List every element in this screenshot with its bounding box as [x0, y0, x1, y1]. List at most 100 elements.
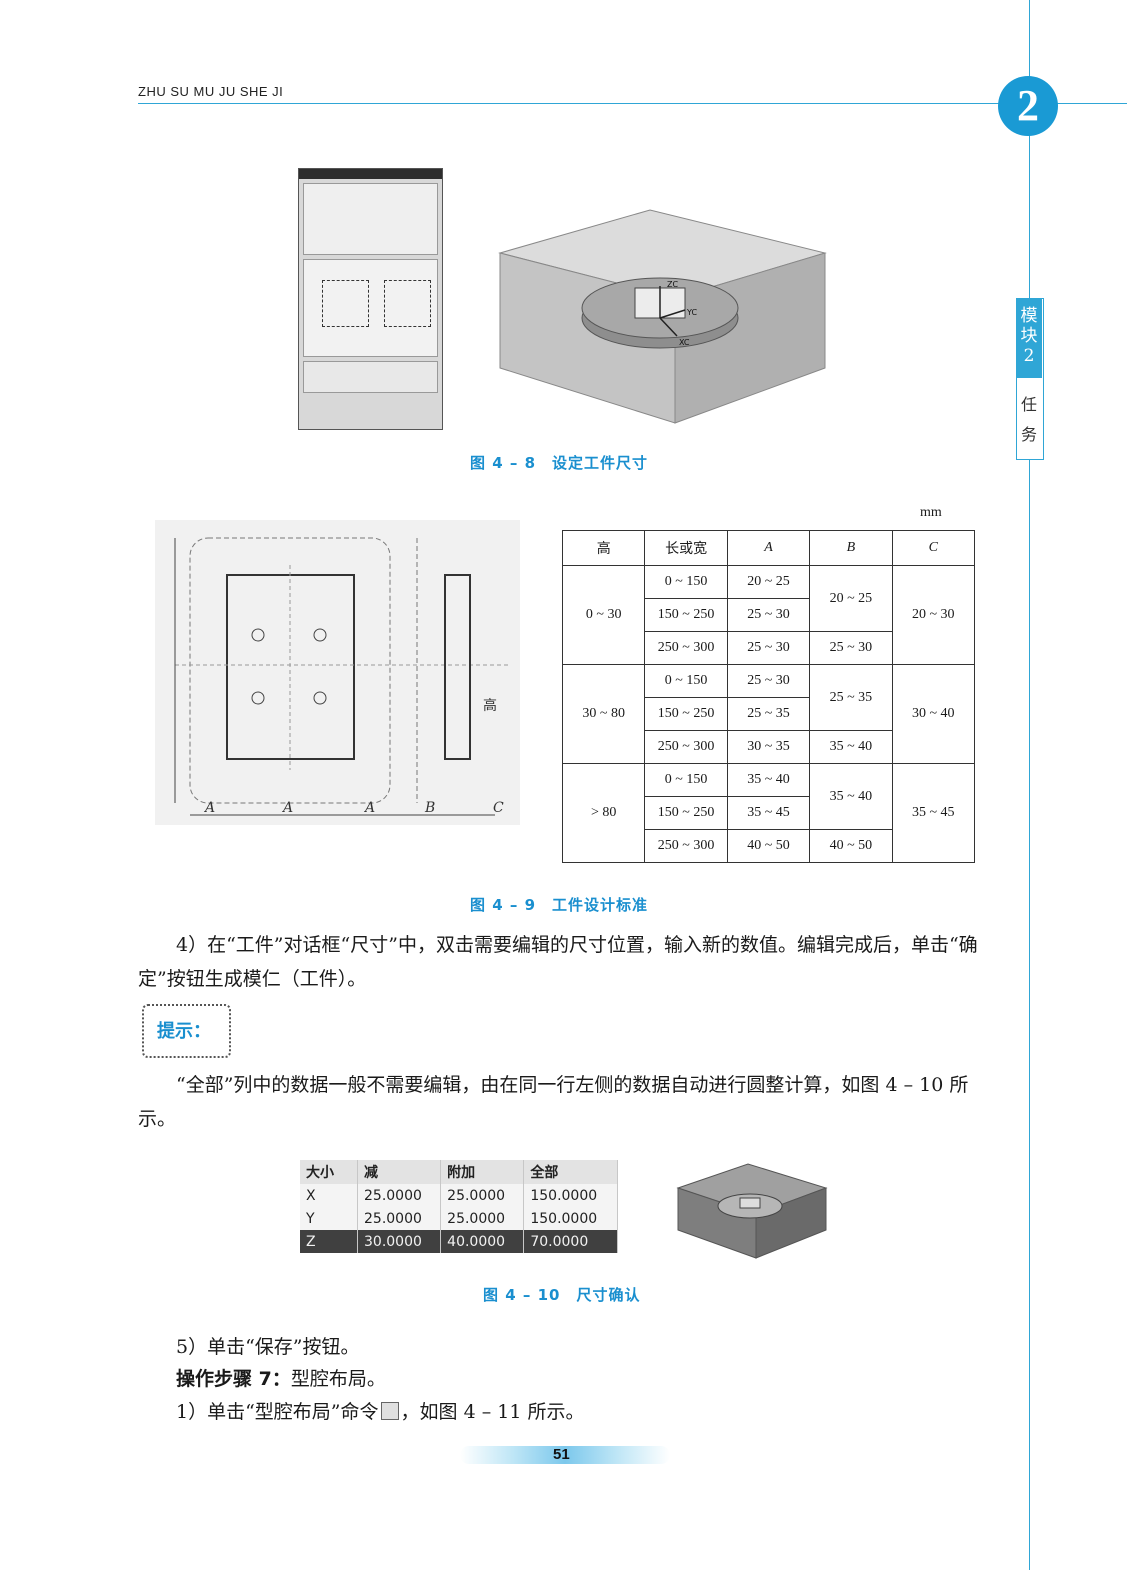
a-cell: 25 ~ 30: [726, 664, 811, 698]
size-cell: 250 ~ 300: [644, 730, 728, 764]
dim-a-left: A: [203, 800, 215, 816]
step-1-text: 1）单击“型腔布局”命令: [176, 1401, 379, 1423]
size-cell: 150 ~ 250: [644, 697, 728, 731]
size-cell: 150 ~ 250: [644, 598, 728, 632]
dim-a-right: A: [363, 800, 375, 816]
dim-a-middle: A: [281, 800, 293, 816]
table-header-row: 高 长或宽 A B C: [561, 530, 976, 566]
value-cell: 70.0000: [523, 1230, 618, 1253]
axis-cell: X: [300, 1184, 358, 1207]
a-cell: 40 ~ 50: [726, 829, 811, 863]
table-row: 250 ~ 300 40 ~ 50 40 ~ 50: [563, 829, 975, 863]
chapter-badge: 2: [998, 76, 1058, 136]
tip-text: “全部”列中的数据一般不需要编辑，由在同一行左侧的数据自动进行圆整计算，如图 4…: [138, 1074, 969, 1130]
header-cell: 全部: [523, 1160, 618, 1184]
tip-frame: [142, 1004, 231, 1058]
b-cell: 25 ~ 35: [809, 664, 893, 731]
paragraph-step-1: 1）单击“型腔布局”命令 ，如图 4 – 11 所示。: [176, 1395, 584, 1429]
xc-label: XC: [679, 338, 690, 347]
header-cell: A: [726, 530, 811, 566]
b-cell: 40 ~ 50: [809, 829, 893, 863]
size-cell: 0 ~ 150: [644, 565, 728, 599]
value-cell[interactable]: 30.0000: [357, 1230, 442, 1253]
table-row: > 80 0 ~ 150 35 ~ 40 35 ~ 40 35 ~ 45: [561, 763, 976, 863]
header-cell: 附加: [440, 1160, 525, 1184]
size-cell: 0 ~ 150: [644, 763, 728, 797]
table-row[interactable]: X 25.0000 25.0000 150.0000: [300, 1184, 618, 1207]
table-row[interactable]: Y 25.0000 25.0000 150.0000: [300, 1207, 618, 1230]
paragraph-step-4: 4）在“工件”对话框“尺寸”中，双击需要编辑的尺寸位置，输入新的数值。编辑完成后…: [138, 934, 978, 990]
table-header-row: 大小 减 附加 全部: [300, 1160, 618, 1184]
step-7-label: 操作步骤 7：: [176, 1368, 291, 1390]
page-number-bar: [460, 1446, 670, 1464]
margin-rule: [1029, 0, 1030, 1570]
height-cell: 0 ~ 30: [561, 565, 646, 665]
table-row: 30 ~ 80 0 ~ 150 25 ~ 30 25 ~ 35 30 ~ 40: [561, 664, 976, 764]
height-cell: 30 ~ 80: [561, 664, 646, 764]
a-cell: 30 ~ 35: [726, 730, 811, 764]
header-rule: [138, 103, 1127, 104]
figure-4-9-caption: 图 4 – 9 工件设计标准: [470, 896, 649, 914]
a-cell: 25 ~ 30: [726, 631, 811, 665]
size-cell: 250 ~ 300: [644, 829, 728, 863]
dim-c: C: [493, 800, 504, 816]
value-cell[interactable]: 40.0000: [440, 1230, 525, 1253]
side-tab-module-text: 模块2: [1020, 306, 1038, 366]
yc-label: YC: [686, 308, 697, 317]
b-cell: 20 ~ 25: [809, 565, 893, 632]
step-7-text: 型腔布局。: [290, 1368, 386, 1390]
dim-height: 高: [483, 697, 497, 714]
value-cell[interactable]: 25.0000: [357, 1184, 442, 1207]
a-cell: 20 ~ 25: [726, 565, 811, 599]
header-cell: B: [809, 530, 893, 566]
b-cell: 25 ~ 30: [809, 631, 893, 665]
figure-4-10-model: [676, 1163, 828, 1259]
table-unit: mm: [920, 505, 942, 520]
size-confirm-table: 大小 减 附加 全部 X 25.0000 25.0000 150.0000 Y …: [300, 1160, 618, 1253]
figure-4-8-caption: 图 4 – 8 设定工件尺寸: [470, 454, 649, 472]
table-row: 250 ~ 300 25 ~ 30 25 ~ 30: [563, 631, 975, 665]
value-cell: 150.0000: [523, 1184, 618, 1207]
header-cell: C: [891, 530, 976, 566]
header-cell: 长或宽: [644, 530, 728, 566]
table-row: 150 ~ 250 25 ~ 35: [563, 697, 975, 731]
side-tab-task: 任务: [1016, 390, 1042, 450]
step-1-tail: ，如图 4 – 11 所示。: [400, 1401, 585, 1423]
paragraph-step-5: 5）单击“保存”按钮。: [176, 1336, 360, 1358]
figure-4-9-drawing: A A A B C 高: [155, 520, 520, 825]
value-cell: 150.0000: [523, 1207, 618, 1230]
b-cell: 35 ~ 40: [809, 763, 893, 830]
a-cell: 25 ~ 35: [726, 697, 811, 731]
c-cell: 30 ~ 40: [891, 664, 976, 764]
value-cell[interactable]: 25.0000: [440, 1184, 525, 1207]
step-7: 操作步骤 7：型腔布局。: [176, 1362, 386, 1396]
value-cell[interactable]: 25.0000: [440, 1207, 525, 1230]
tip-label: 提示：: [157, 1021, 211, 1042]
a-cell: 35 ~ 40: [726, 763, 811, 797]
header-cell: 大小: [300, 1160, 358, 1184]
design-standard-table: 高 长或宽 A B C 0 ~ 30 0 ~ 150 20 ~ 25 20 ~ …: [561, 530, 976, 863]
value-cell[interactable]: 25.0000: [357, 1207, 442, 1230]
table-row-selected[interactable]: Z 30.0000 40.0000 70.0000: [300, 1230, 618, 1253]
size-cell: 250 ~ 300: [644, 631, 728, 665]
c-cell: 35 ~ 45: [891, 763, 976, 863]
page-number: 51: [553, 1446, 570, 1463]
figure-4-10-caption: 图 4 – 10 尺寸确认: [483, 1286, 641, 1304]
header-cell: 高: [561, 530, 646, 566]
table-row: 150 ~ 250 35 ~ 45: [563, 796, 975, 830]
dim-b: B: [424, 800, 435, 816]
c-cell: 20 ~ 30: [891, 565, 976, 665]
table-row: 150 ~ 250 25 ~ 30: [563, 598, 975, 632]
side-tab-task-text: 任务: [1020, 395, 1037, 444]
size-cell: 0 ~ 150: [644, 664, 728, 698]
cavity-layout-icon: [380, 1402, 399, 1420]
b-cell: 35 ~ 40: [809, 730, 893, 764]
axis-cell: Z: [300, 1230, 358, 1253]
axis-cell: Y: [300, 1207, 358, 1230]
running-title: ZHU SU MU JU SHE JI: [138, 84, 284, 99]
header-cell: 减: [357, 1160, 442, 1184]
height-cell: > 80: [561, 763, 646, 863]
a-cell: 25 ~ 30: [726, 598, 811, 632]
table-row: 0 ~ 30 0 ~ 150 20 ~ 25 20 ~ 25 20 ~ 30: [561, 565, 976, 665]
size-cell: 150 ~ 250: [644, 796, 728, 830]
